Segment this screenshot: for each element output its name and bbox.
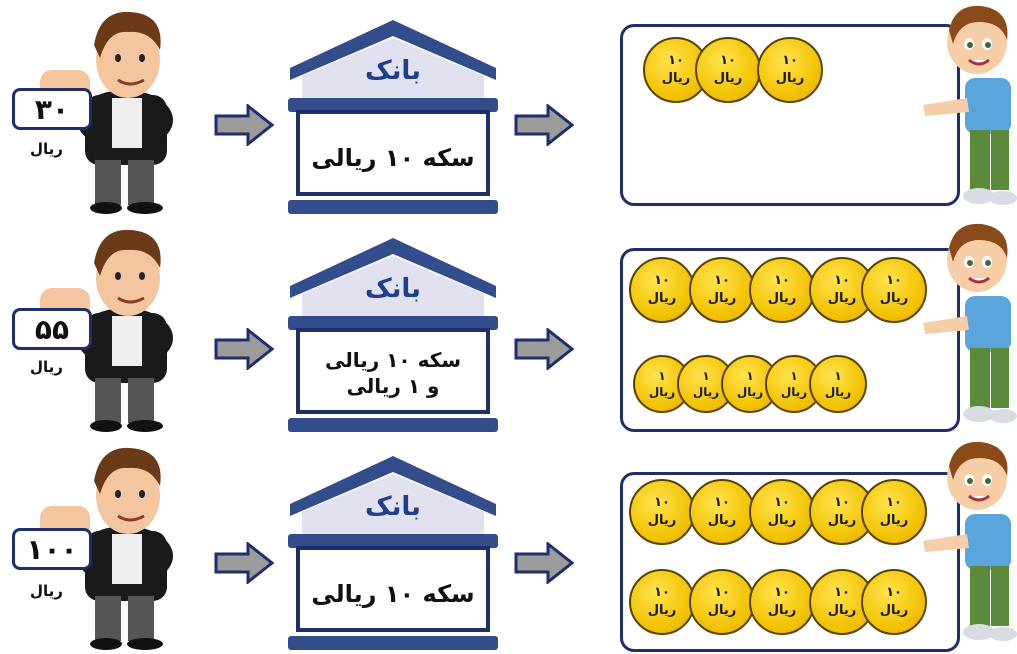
arrow-right-icon (514, 104, 574, 146)
bank-title: بانک (365, 274, 421, 304)
amount-sign: ۱۰۰ (12, 528, 92, 570)
boy-pointing-icon (923, 441, 1017, 641)
man-holding-sign-icon (40, 447, 173, 650)
arrow-right-icon (214, 542, 274, 584)
amount-unit: ریال (30, 140, 63, 158)
bank-line-1: سکه ۱۰ ریالی (311, 580, 475, 609)
arrow-right-icon (514, 542, 574, 584)
bank-line-2: و ۱ ریالی (346, 374, 440, 398)
amount-value: ۵۵ (34, 312, 70, 346)
boy-pointing-icon (923, 5, 1017, 205)
bank-title: بانک (365, 492, 421, 522)
bank-building: بانک سکه ۱۰ ریالی (282, 16, 504, 216)
amount-value: ۱۰۰ (26, 532, 78, 566)
bank-building: بانک سکه ۱۰ ریالی (282, 452, 504, 652)
man-holding-sign-icon (40, 229, 173, 432)
bank-line-1: سکه ۱۰ ریالی (311, 144, 475, 173)
amount-unit: ریال (30, 582, 63, 600)
arrow-right-icon (214, 104, 274, 146)
man-holding-sign-icon (40, 11, 173, 214)
bank-title: بانک (365, 56, 421, 86)
bank-house-icon (288, 456, 498, 650)
boy-pointing-icon (923, 223, 1017, 423)
bank-house-icon (288, 20, 498, 214)
bank-description: سکه ۱۰ ریالی و ۱ ریالی (298, 334, 488, 412)
bank-description: سکه ۱۰ ریالی (298, 556, 488, 634)
amount-value: ۳۰ (34, 92, 70, 126)
arrow-right-icon (214, 328, 274, 370)
bank-description: سکه ۱۰ ریالی (298, 120, 488, 198)
bank-building: بانک سکه ۱۰ ریالی و ۱ ریالی (282, 234, 504, 434)
amount-unit: ریال (30, 358, 63, 376)
amount-sign: ۳۰ (12, 88, 92, 130)
amount-sign: ۵۵ (12, 308, 92, 350)
bank-line-1: سکه ۱۰ ریالی (324, 348, 462, 372)
arrow-right-icon (514, 328, 574, 370)
bank-house-icon (288, 238, 498, 432)
